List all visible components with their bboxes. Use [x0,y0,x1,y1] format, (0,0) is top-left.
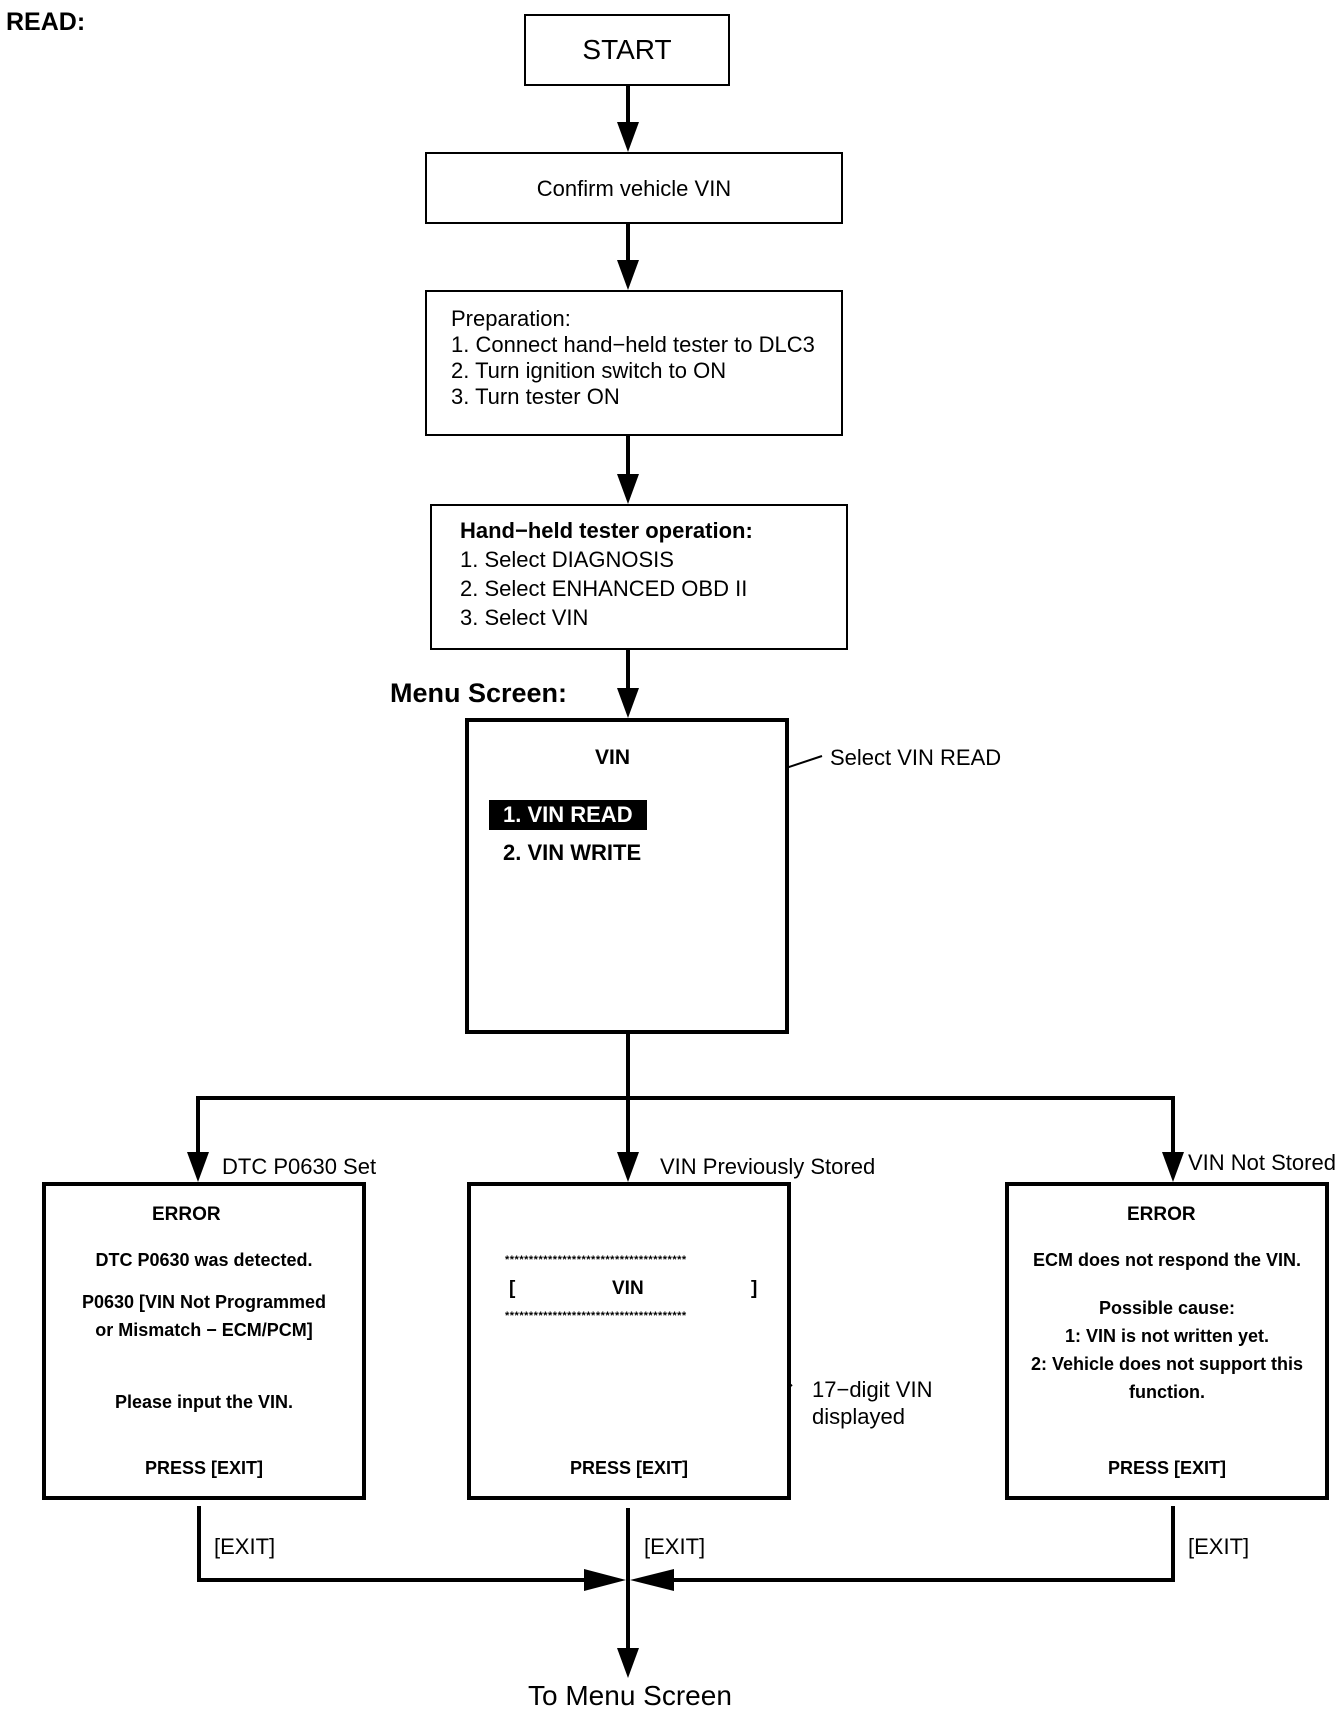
tester-operation-step: 3. Select VIN [460,605,589,630]
press-exit-label: PRESS [EXIT] [569,1458,689,1478]
exit-label-left: [EXIT] [214,1534,276,1559]
tester-operation-box: Hand−held tester operation: 1. Select DI… [430,504,848,650]
confirm-vin-label: Confirm vehicle VIN [536,176,732,201]
exit-label-right: [EXIT] [1188,1534,1250,1559]
arrow-head [187,1152,209,1182]
menu-screen-box: VIN 1. VIN READ 2. VIN WRITE [465,718,789,1034]
arrow-head [617,260,639,290]
preparation-box: Preparation: 1. Connect hand−held tester… [425,290,843,436]
branch-label-vin-previously-stored: VIN Previously Stored [660,1154,876,1179]
vin-stored-screen: ************************************** [… [467,1182,791,1500]
arrow-head [630,1569,674,1591]
arrow-head [617,1648,639,1678]
error-message: P0630 [VIN Not Programmed [81,1292,327,1312]
start-box: START [524,14,730,86]
error-message: DTC P0630 was detected. [95,1250,313,1270]
error-title: ERROR [1127,1204,1196,1225]
tester-operation-title: Hand−held tester operation: [460,518,753,543]
select-vin-read-callout: Select VIN READ [830,745,1002,770]
error-screen-dtc: ERROR DTC P0630 was detected. P0630 [VIN… [42,1182,366,1500]
menu-screen-label: Menu Screen: [390,678,568,708]
preparation-step: 2. Turn ignition switch to ON [451,358,727,383]
section-title: READ: [6,8,86,36]
preparation-step: 1. Connect hand−held tester to DLC3 [451,332,815,357]
error-message: function. [1129,1382,1205,1402]
error-message: ECM does not respond the VIN. [1032,1250,1301,1270]
error-message: Please input the VIN. [114,1392,294,1412]
menu-item-vin-read[interactable]: 1. VIN READ [489,800,647,830]
tester-operation-step: 2. Select ENHANCED OBD II [460,576,748,601]
arrow-head [617,1152,639,1182]
press-exit-label: PRESS [EXIT] [1107,1458,1227,1478]
preparation-step: 3. Turn tester ON [451,384,620,409]
vin-value: VIN [612,1278,644,1299]
error-message: Possible cause: [1098,1298,1236,1318]
preparation-text: Preparation: 1. Connect hand−held tester… [451,306,815,410]
to-menu-screen-label: To Menu Screen [528,1680,732,1711]
arrow-head [584,1569,626,1591]
arrow-head [617,474,639,504]
star-row: ************************************** [505,1254,687,1266]
confirm-vin-box: Confirm vehicle VIN [425,152,843,224]
error-message: 1: VIN is not written yet. [1064,1326,1270,1346]
bracket-right: ] [751,1278,758,1299]
vin-displayed-callout-line: 17−digit VIN [812,1377,933,1402]
vin-displayed-callout: 17−digit VIN displayed [812,1376,932,1430]
preparation-title: Preparation: [451,306,571,331]
star-row: ************************************** [505,1310,687,1322]
error-message: or Mismatch − ECM/PCM] [95,1320,313,1340]
vin-displayed-callout-line: displayed [812,1404,905,1429]
menu-screen-title: VIN [595,746,631,769]
error-screen-no-response: ERROR ECM does not respond the VIN. Poss… [1005,1182,1329,1500]
tester-operation-text: Hand−held tester operation: 1. Select DI… [460,516,753,632]
bracket-left: [ [509,1278,516,1299]
arrow-head [1162,1152,1184,1182]
arrow-head [617,688,639,718]
press-exit-label: PRESS [EXIT] [144,1458,264,1478]
arrow-head [617,122,639,152]
start-label: START [582,34,672,65]
exit-label-middle: [EXIT] [644,1534,706,1559]
branch-label-dtc-p0630: DTC P0630 Set [222,1154,377,1179]
error-message: 2: Vehicle does not support this [1030,1354,1304,1374]
error-title: ERROR [152,1204,221,1225]
tester-operation-step: 1. Select DIAGNOSIS [460,547,674,572]
branch-label-vin-not-stored: VIN Not Stored [1188,1150,1336,1175]
menu-item-vin-write[interactable]: 2. VIN WRITE [503,840,642,865]
